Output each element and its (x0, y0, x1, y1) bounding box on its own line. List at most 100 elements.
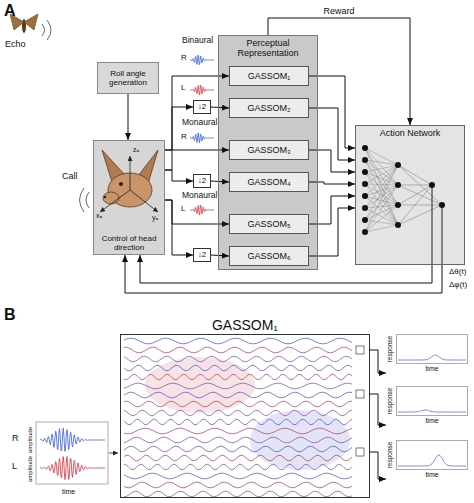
basis-row (124, 383, 352, 389)
weight-line (365, 172, 398, 185)
process-box: Roll angle generation (97, 62, 159, 94)
node-label: GASSOM₆ (247, 251, 290, 261)
annotation: R (181, 54, 187, 63)
figure-part (356, 346, 364, 354)
figure-part (86, 192, 89, 208)
connector-arrow (165, 150, 229, 170)
process-box: GASSOM₁ GASSOM₂ GASSOM₃ GASSOM₄ GASSOM₅ GASSO… (218, 35, 318, 270)
neuron (395, 202, 401, 208)
waveform (40, 428, 105, 451)
weight-line (398, 185, 432, 225)
annotation: Call (62, 172, 78, 182)
annotation: Δθ(t) (449, 268, 466, 277)
connector-arrow (165, 200, 193, 255)
basis-row (124, 338, 352, 344)
connector-arrow (309, 196, 355, 224)
waveform (190, 133, 214, 143)
neuron (439, 202, 445, 208)
weight-line (398, 185, 432, 186)
connector-arrow (211, 181, 229, 182)
weight-line (398, 205, 442, 225)
neuron (362, 169, 368, 175)
panel-letter: A (4, 2, 16, 20)
connector-arrow (309, 182, 355, 184)
annotation: Monaural (182, 191, 217, 200)
waveform (190, 55, 214, 65)
figure-part (42, 24, 45, 36)
weight-line (365, 185, 398, 220)
annotation: time (62, 488, 75, 496)
weight-line (365, 225, 398, 232)
weight-line (365, 208, 398, 225)
edge-label: Reward (321, 7, 356, 17)
axis-label: response (386, 336, 393, 363)
bat-head (102, 150, 158, 207)
figure-part (130, 190, 158, 212)
figure-part (24, 14, 38, 30)
plot-frame (396, 334, 468, 364)
panel-letter: B (4, 306, 16, 324)
weight-line (365, 205, 398, 220)
weight-line (365, 160, 398, 165)
process-box: Action Network (355, 125, 465, 265)
figure-part (103, 192, 119, 204)
process-box: GASSOM₃ (229, 140, 309, 160)
unit-squares (356, 346, 364, 456)
connector-arrow (309, 108, 355, 160)
basis-row (124, 419, 352, 425)
call-waves (80, 188, 90, 212)
node-label: GASSOM₄ (247, 177, 290, 187)
annotation: Echo (5, 40, 26, 50)
process-box: GASSOM₂ (229, 98, 309, 118)
connector-arrow (165, 200, 229, 224)
response-plot: responsetime (386, 334, 470, 376)
basis-row (124, 392, 352, 398)
node-label: GASSOM₅ (247, 219, 290, 229)
weight-line (365, 148, 398, 225)
axis-label: response (386, 442, 393, 469)
weight-line (365, 165, 398, 172)
annotation: amplitude (27, 456, 34, 482)
neural-network (362, 145, 445, 265)
basis-row (124, 410, 352, 416)
response-curve (398, 355, 466, 360)
weight-line (398, 185, 442, 205)
process-box: ↓2 (193, 248, 211, 262)
axis-label: time (396, 365, 468, 373)
figure-part (356, 390, 364, 398)
weight-line (365, 165, 398, 208)
node-label: ↓2 (198, 102, 206, 111)
neuron (395, 222, 401, 228)
figure-part (100, 190, 130, 212)
plot-frame (396, 440, 468, 470)
waveform (190, 85, 214, 95)
neuron (362, 181, 368, 187)
connector-arrow (211, 255, 229, 256)
weight-line (398, 185, 432, 205)
weight-line (365, 165, 398, 196)
annotation: L (181, 84, 185, 93)
echo-waves (42, 20, 51, 40)
annotation: amplitude (27, 427, 34, 453)
basis-row (124, 437, 352, 443)
weight-line (365, 185, 398, 232)
process-box: Control of head direction (93, 140, 165, 255)
basis-row (124, 356, 352, 362)
annotation: L (181, 205, 185, 214)
node-label: Perceptual Representation (221, 38, 315, 59)
basis-row (124, 365, 352, 371)
process-box: GASSOM₆ (229, 246, 309, 266)
process-box: GASSOM₁ (229, 66, 309, 86)
connector-arrow (370, 452, 386, 479)
basis-row (124, 428, 352, 434)
response-plot: responsetime (386, 440, 470, 482)
node-label: ↓2 (198, 176, 206, 185)
annotation: Binaural (182, 36, 213, 45)
output-line (442, 205, 443, 265)
process-box: ↓2 (193, 174, 211, 188)
figure-part (356, 448, 364, 456)
neuron (362, 229, 368, 235)
basis-row (124, 374, 352, 380)
neuron (362, 217, 368, 223)
axis-label: response (386, 388, 393, 415)
